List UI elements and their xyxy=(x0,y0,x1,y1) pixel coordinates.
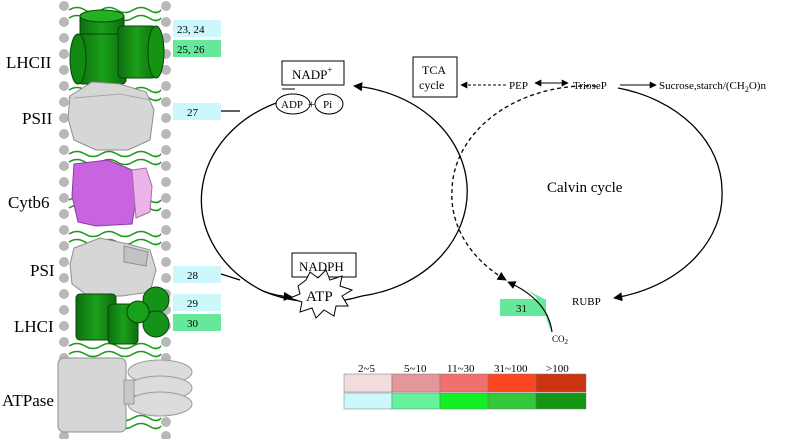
legend-down-swatch-2 xyxy=(391,392,441,410)
atp-label: ATP xyxy=(306,289,333,305)
legend-range-2: 5~10 xyxy=(404,363,427,375)
light-reaction-cycle: NADP+ ADP + Pi NADPH ATP xyxy=(200,60,468,319)
calvin-title: Calvin cycle xyxy=(547,180,623,196)
tca-line2: cycle xyxy=(419,78,444,92)
cycle-arc-right xyxy=(353,82,468,297)
badge-bg-23-24 xyxy=(173,20,221,37)
badge-bg-30 xyxy=(173,314,221,331)
plus-sign: + xyxy=(308,97,315,111)
legend-down-swatch-1 xyxy=(343,392,393,410)
nadp-box xyxy=(281,60,345,86)
arrow-to-atp xyxy=(262,290,293,302)
legend-range-5: >100 xyxy=(546,363,569,375)
lhci-complex xyxy=(75,286,170,345)
atp-burst xyxy=(288,269,354,319)
legend-up-swatch-4 xyxy=(487,373,537,393)
adp-ellipse xyxy=(275,93,311,115)
legend-up-swatch-2 xyxy=(391,373,441,393)
legend-range-3: 11~30 xyxy=(447,363,475,375)
legend-down-swatch-5 xyxy=(535,392,587,410)
label-psi: PSI xyxy=(30,261,55,280)
cytb6-complex xyxy=(71,159,153,227)
nadph-box xyxy=(291,252,357,278)
fold-change-legend: + - 2~5 5~10 11~30 31~100 >100 xyxy=(343,363,587,413)
badge-bg-28 xyxy=(173,266,221,283)
triosep-label: TrioseP xyxy=(573,80,607,92)
products-label: Sucrose,starch/(CH2O)n xyxy=(659,80,766,94)
legend-up-swatch-5 xyxy=(535,373,587,393)
lhcii-complex xyxy=(69,9,165,85)
connector-psi xyxy=(220,273,241,281)
complex-labels: LHCII PSII Cytb6 PSI LHCI ATPase xyxy=(2,53,55,410)
label-lhci: LHCI xyxy=(14,317,54,336)
legend-up-swatch-3 xyxy=(439,373,489,393)
calvin-arc-solid xyxy=(613,87,723,302)
badge-bg-31 xyxy=(500,299,546,316)
badge-31: 31 xyxy=(516,303,527,315)
legend-down-swatch-3 xyxy=(439,392,489,410)
pep-label: PEP xyxy=(509,80,528,92)
legend-range-4: 31~100 xyxy=(494,363,528,375)
arrow-co2-fixation xyxy=(507,281,553,333)
badge-23-24: 23, 24 xyxy=(177,24,205,36)
legend-range-1: 2~5 xyxy=(358,363,375,375)
calvin-arc-dashed xyxy=(451,85,597,281)
label-cytb6: Cytb6 xyxy=(8,193,50,212)
psi-complex xyxy=(69,237,157,297)
thylakoid-membrane xyxy=(57,1,193,439)
badge-27: 27 xyxy=(187,107,199,119)
calvin-cycle: Calvin cycle TCA cycle PEP TrioseP Sucro… xyxy=(412,56,766,346)
tca-line1: TCA xyxy=(422,63,446,77)
adp-label: ADP xyxy=(281,99,303,111)
co2-label: CO2 xyxy=(552,334,569,346)
nadp-label: NADP+ xyxy=(292,65,332,82)
label-atpase: ATPase xyxy=(2,391,54,410)
badge-bg-29 xyxy=(173,294,221,311)
badge-bg-25-26 xyxy=(173,40,221,57)
badge-30: 30 xyxy=(187,318,199,330)
atpase-complex xyxy=(57,357,193,433)
gene-badges: 23, 24 25, 26 27 28 29 30 xyxy=(173,20,221,331)
badge-28: 28 xyxy=(187,270,199,282)
pi-ellipse xyxy=(314,93,344,115)
label-psii: PSII xyxy=(22,109,53,128)
badge-bg-27 xyxy=(173,103,221,120)
cycle-arc-left xyxy=(200,100,283,292)
pi-label: Pi xyxy=(323,99,332,111)
psii-complex xyxy=(67,81,155,151)
legend-down-swatch-4 xyxy=(487,392,537,410)
nadph-label: NADPH xyxy=(299,259,344,274)
tca-box xyxy=(412,56,458,98)
legend-up-swatch-1 xyxy=(343,373,393,393)
badge-29: 29 xyxy=(187,298,199,310)
label-lhcii: LHCII xyxy=(6,53,52,72)
badge-25-26: 25, 26 xyxy=(177,44,205,56)
rubp-label: RUBP xyxy=(572,296,601,308)
